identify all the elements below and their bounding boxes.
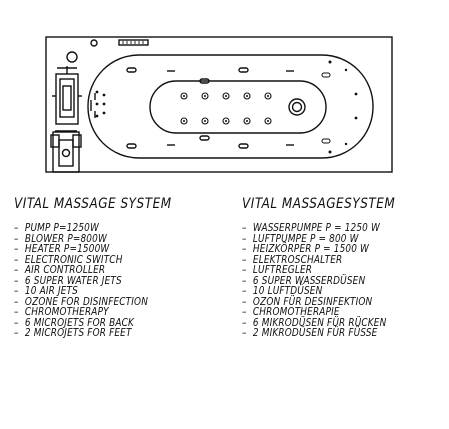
list-item: –HEIZKÖRPER P = 1500 W [242,243,370,256]
pump-unit [50,130,82,173]
list-item: –WASSERPUMPE P = 1250 W [242,222,380,234]
list-item: –2 MIKRODÜSEN FÜR FÜSSE [242,327,378,340]
back-microjets [95,90,106,118]
drain-outlet [288,98,306,116]
list-item: –ELEKTROSCHALTER [242,253,343,266]
tub-inner-basin [87,54,374,159]
air-jets [180,92,272,125]
list-item: –AIR CONTROLLER [14,264,106,277]
list-item: –6 MICROJETS FOR BACK [14,316,135,329]
control-panel-buttons [122,41,144,44]
list-item: –CHROMOTHERAPIE [242,306,340,319]
list-item: –2 MICROJETS FOR FEET [14,327,132,340]
spec-title-english: VITAL MASSAGE SYSTEM [14,196,172,212]
foot-microjets [354,92,358,120]
list-item: –6 MIKRODÜSEN FÜR RÜCKEN [242,316,387,329]
list-item: –BLOWER P=800W [14,232,107,245]
list-item: –OZON FÜR DESINFEKTION [242,295,373,308]
tub-outer-rim [45,36,393,173]
list-item: –LUFTREGLER [242,264,313,277]
list-item: –PUMP P=1250W [14,222,99,234]
spec-list-german: –WASSERPUMPE P = 1250 W –LUFTPUMPE P = 8… [242,223,442,339]
list-item: –ELECTRONIC SWITCH [14,253,123,266]
spec-title-german: VITAL MASSAGESYSTEM [242,196,396,212]
drain-outlet-inner [291,101,303,113]
water-jets [126,67,249,149]
list-item: –HEATER P=1500W [14,243,110,256]
list-item: –CHROMOTHERAPY [14,306,109,319]
right-end-jet-rings [321,72,331,144]
list-item: –LUFTPUMPE P = 800 W [242,232,359,245]
side-wall-marks [167,70,294,146]
bathtub-plan-drawing [45,36,393,173]
tub-floor-contour [149,80,327,134]
list-item: –10 LUFTDÜSEN [242,285,323,298]
list-item: –6 SUPER WATER JETS [14,274,122,287]
spec-column-english: VITAL MASSAGE SYSTEM –PUMP P=1250W –BLOW… [14,194,229,339]
list-item: –10 AIR JETS [14,285,78,298]
filler-fitting [90,39,98,47]
air-jet-centres [183,95,269,122]
spec-list-english: –PUMP P=1250W –BLOWER P=800W –HEATER P=1… [14,223,229,339]
blower-unit [52,66,82,125]
headrest-marks [90,93,96,118]
right-end-jets [328,60,348,154]
list-item: –6 SUPER WASSERDÜSEN [242,274,366,287]
control-panel [118,39,149,46]
list-item: –OZONE FOR DISINFECTION [14,295,149,308]
spec-column-german: VITAL MASSAGESYSTEM –WASSERPUMPE P = 125… [242,194,442,339]
overflow-fitting [66,51,78,63]
